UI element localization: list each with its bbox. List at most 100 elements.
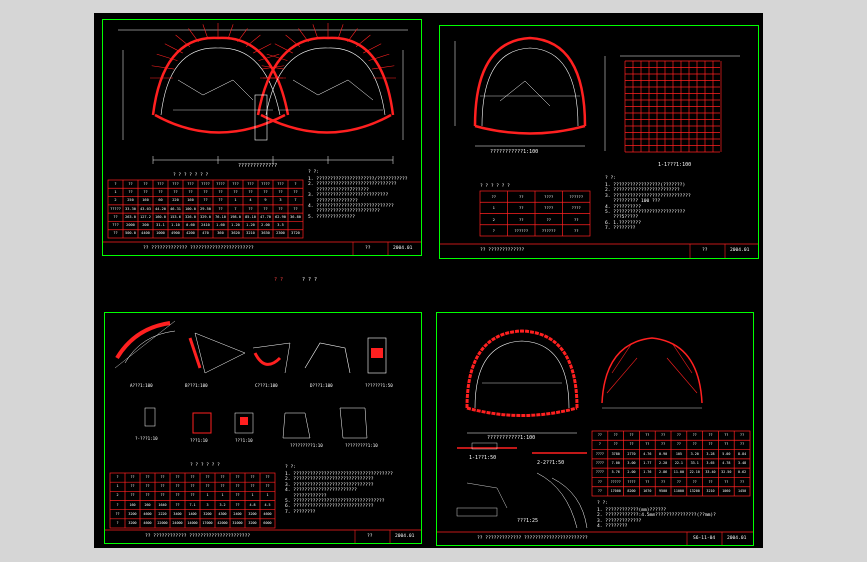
- table-cell: 1.76: [643, 470, 652, 475]
- rock-bolt: [368, 53, 390, 61]
- table-cell: 3200: [248, 511, 257, 516]
- table-cell: 33.30: [125, 206, 136, 211]
- table-cell: ??: [218, 206, 223, 211]
- table-cell: ??: [661, 433, 666, 438]
- table-cell: 2770: [627, 451, 636, 456]
- sheet-title: ?? ???????????? ??????????????????????: [145, 534, 251, 539]
- table-cell: ????: [544, 194, 554, 200]
- table-cell: ??: [175, 484, 180, 489]
- note-line: ????????? 100 ???: [605, 199, 661, 205]
- table-cell: 8200: [627, 488, 636, 493]
- table-cell: 2.00: [261, 223, 270, 228]
- table-cell: 85.10: [245, 214, 256, 219]
- table-cell: 3.65: [706, 461, 715, 465]
- table-cell: 0.90: [659, 451, 668, 456]
- sheet-twin-tunnel-lining: ????????????? ? ? ? ? ? ? ? ? ?: 1. ????…: [102, 19, 422, 256]
- table-cell: 31000: [232, 520, 243, 525]
- table-cell: ??: [573, 216, 579, 222]
- table-cell: 105: [675, 451, 682, 456]
- table-cell: ??: [175, 502, 180, 507]
- grid-label: 1-1???1:100: [658, 162, 692, 168]
- table-cell: 22.1: [674, 461, 683, 465]
- table-cell: ??: [220, 475, 225, 480]
- table-cell: ??: [740, 442, 745, 447]
- section4-label: ???1:25: [517, 518, 539, 524]
- table-cell: 260: [144, 502, 151, 507]
- rock-bolt: [312, 24, 319, 40]
- table-cell: 2: [492, 216, 495, 222]
- table-cell: 1000: [156, 231, 165, 236]
- note-line: ????????????7??????: [308, 187, 369, 193]
- note-line: 3. ????????????????????????????: [605, 193, 691, 199]
- table-cell: 326.0: [185, 214, 196, 219]
- table-cell: 9: [264, 198, 267, 203]
- cad-drawing-canvas[interactable]: ????????????? ? ? ? ? ? ? ? ? ?: 1. ????…: [94, 13, 763, 548]
- table-cell: 7: [294, 198, 297, 203]
- table-cell: 2.20: [659, 461, 668, 465]
- table-cell: 33.1: [690, 461, 699, 465]
- table-cell: ??: [158, 189, 163, 194]
- drawing-date: 2004.01: [727, 536, 747, 541]
- note-line: 6. 1.????????: [605, 220, 641, 226]
- table-cell: ????: [571, 205, 581, 211]
- table-cell: 14000: [187, 520, 198, 525]
- note-line: 7. ????????: [605, 226, 636, 232]
- table-cell: 1.10: [171, 223, 180, 228]
- table-cell: 2220: [158, 511, 167, 516]
- table-cell: 1: [206, 493, 209, 498]
- table-cell: ??: [676, 479, 681, 484]
- table-cell: 2.00: [627, 470, 636, 475]
- table-cell: ??: [113, 214, 118, 219]
- sheet-title: ?? ?????????????: [480, 248, 525, 253]
- table-cell: 46.31: [170, 206, 181, 211]
- table-cell: ??: [143, 181, 148, 186]
- table-cell: ??: [130, 484, 135, 489]
- table-cell: ??: [143, 189, 148, 194]
- detail-label: A???1:100: [130, 383, 153, 388]
- center-label-left: ? ?: [274, 277, 284, 283]
- sheet-single-tunnel-reinforcement: ???????????1:100 1-1???1:100 ? ? ? ? ? ?…: [439, 25, 759, 259]
- table-cell: ??: [293, 189, 298, 194]
- table-cell: 2400: [233, 511, 242, 516]
- rock-bolt: [274, 43, 293, 54]
- table-cell: 76.10: [215, 214, 226, 219]
- notes-heading: ? ?:: [597, 501, 609, 506]
- table-cell: ??: [175, 493, 180, 498]
- table-cell: 0.62: [738, 470, 747, 475]
- table-cell: ??: [220, 484, 225, 489]
- table-cell: 3.28: [706, 451, 715, 456]
- table-cell: ??: [160, 484, 165, 489]
- table-cell: ?: [116, 502, 119, 507]
- note-line: 4. ??????????: [605, 204, 641, 210]
- table-cell: 1400: [188, 511, 197, 516]
- table-cell: 4900: [171, 231, 180, 236]
- table-cell: 153.6: [170, 214, 181, 219]
- drawing-number: S6-11-04: [693, 536, 716, 541]
- table-cell: ??: [160, 475, 165, 480]
- table-cell: 4600: [143, 511, 152, 516]
- table-cell: ??: [518, 194, 524, 200]
- table-cell: 2: [114, 198, 117, 203]
- table-cell: ???: [277, 181, 284, 186]
- detail-label: ???1:10: [235, 438, 253, 443]
- table-cell: ??: [190, 475, 195, 480]
- detail-label: ???????1:50: [365, 383, 393, 388]
- note-line: 5. ?????????????????????????????????: [285, 499, 385, 505]
- table-cell: 160: [129, 502, 136, 507]
- table-cell: 3200: [203, 511, 212, 516]
- note-line: 2. ????????????:4.5mm???????????????(??m…: [597, 513, 716, 519]
- notes-heading: ? ?:: [308, 170, 320, 175]
- table-cell: ??: [130, 475, 135, 480]
- table-cell: 11.00: [673, 470, 684, 475]
- note-line: ???5?????: [605, 215, 639, 221]
- table-cell: ????: [201, 181, 210, 186]
- table-cell: ??: [661, 479, 666, 484]
- center-label-right: ? ? ?: [302, 277, 318, 283]
- table-cell: ?: [598, 442, 601, 447]
- table-cell: 1.20: [246, 223, 255, 228]
- table-title: ? ? ? ? ? ? ?: [173, 173, 209, 178]
- table-cell: ?????: [610, 479, 621, 484]
- table-title: ? ? ? ? ? ?: [480, 184, 510, 189]
- table-cell: 3780: [611, 451, 620, 456]
